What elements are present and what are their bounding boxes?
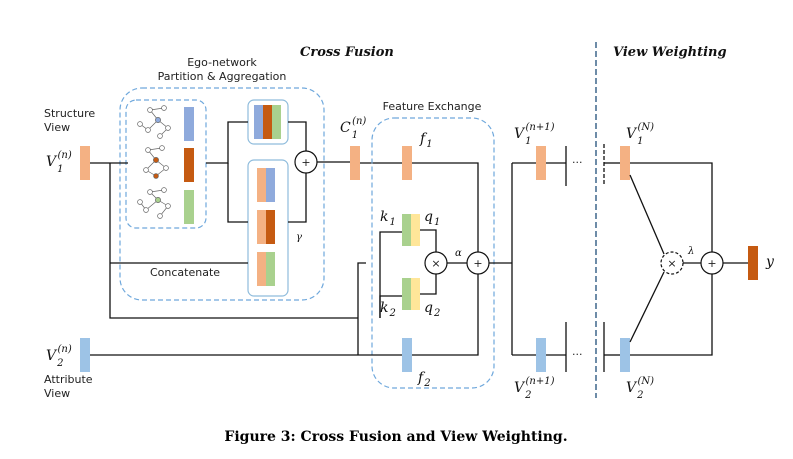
concat-bar-3b xyxy=(266,252,275,286)
view-weighting-title: View Weighting xyxy=(613,45,727,60)
ego-graph-2 xyxy=(143,145,169,179)
f1-bar xyxy=(402,146,412,180)
figure-caption: Figure 3: Cross Fusion and View Weightin… xyxy=(224,429,567,445)
k2-bar xyxy=(402,278,411,310)
weight-times-symbol: × xyxy=(667,257,676,270)
q2-to-times xyxy=(420,274,437,295)
agg-bar-orange xyxy=(263,105,272,139)
times-symbol: × xyxy=(431,257,440,270)
ellipsis-2: ··· xyxy=(572,348,583,361)
v1-down-line xyxy=(109,163,358,319)
k1-bar xyxy=(402,214,411,246)
concat-bar-3a xyxy=(257,252,266,286)
feature-exchange-label: Feature Exchange xyxy=(383,100,482,113)
agg-bar-blue xyxy=(254,105,263,139)
v2N-to-plus xyxy=(630,274,713,356)
f2-bar xyxy=(402,338,412,372)
f1-to-plus xyxy=(412,162,479,252)
concatenate-label: Concatenate xyxy=(150,266,220,279)
v2N-label: V2(N) xyxy=(626,376,654,401)
final-plus-symbol: + xyxy=(707,257,716,270)
f1-label: f1 xyxy=(419,131,433,150)
y-label: y xyxy=(765,254,775,270)
ego-graph-3 xyxy=(137,187,171,219)
feature-exchange-box xyxy=(371,117,495,389)
concat-to-plus xyxy=(288,173,307,223)
structure-view-label-2: View xyxy=(44,121,70,134)
concat-bar-1a xyxy=(257,168,266,202)
v2n-label: V2(n) xyxy=(46,344,72,369)
v1N-to-plus xyxy=(630,162,713,252)
v1N-label: V1(N) xyxy=(626,122,654,147)
v2N-bar xyxy=(620,338,630,372)
lambda-label: λ xyxy=(687,246,694,257)
ego-plus-symbol: + xyxy=(301,156,310,169)
gamma-label: γ xyxy=(296,232,302,243)
ego-to-concat xyxy=(227,163,248,223)
partition-bar-orange xyxy=(184,148,194,182)
k2-label: k2 xyxy=(380,300,396,319)
v2n1-label: V2(n+1) xyxy=(514,376,555,401)
v1n1-bar xyxy=(536,146,546,180)
q1-to-times xyxy=(420,229,437,252)
k2-input-line xyxy=(379,295,402,318)
v2-up-line xyxy=(357,262,366,355)
f2-label: f2 xyxy=(417,370,431,389)
ego-network-label-2: Partition & Aggregation xyxy=(158,70,287,83)
c1n-bar xyxy=(350,146,360,180)
k1-input-line xyxy=(379,231,402,318)
concat-bar-2a xyxy=(257,210,266,244)
ellipsis-1: ··· xyxy=(572,156,583,169)
ego-graph-1 xyxy=(137,105,171,139)
structure-view-label-1: Structure xyxy=(44,107,95,120)
ego-network-label-1: Ego-network xyxy=(187,56,257,69)
q2-label: q2 xyxy=(424,300,440,319)
v1n1-label: V1(n+1) xyxy=(514,122,555,147)
concat-bar-1b xyxy=(266,168,275,202)
q2-bar xyxy=(411,278,420,310)
c1n-label: C1(n) xyxy=(340,116,366,141)
y-bar xyxy=(748,246,758,280)
v2n1-bar xyxy=(536,338,546,372)
agg-to-plus xyxy=(288,121,307,151)
partition-bar-green xyxy=(184,190,194,224)
agg-bar-green xyxy=(272,105,281,139)
attribute-view-label-1: Attribute xyxy=(44,373,93,386)
v2n-bar xyxy=(80,338,90,372)
f2-to-plus xyxy=(412,274,479,356)
v1n-bar xyxy=(80,146,90,180)
ego-network-box xyxy=(119,87,325,301)
k1-label: k1 xyxy=(380,209,396,228)
v1n-label: V1(n) xyxy=(46,150,72,175)
concatenate-box xyxy=(247,159,289,297)
cross-fusion-title: Cross Fusion xyxy=(300,45,394,60)
ego-partition-box xyxy=(125,99,207,229)
concat-bar-2b xyxy=(266,210,275,244)
ego-to-agg xyxy=(206,121,248,164)
v1N-to-times xyxy=(629,174,665,255)
q1-bar xyxy=(411,214,420,246)
q1-label: q1 xyxy=(424,209,440,228)
fusion-plus-symbol: + xyxy=(473,257,482,270)
alpha-label: α xyxy=(455,248,462,259)
v2N-to-times xyxy=(629,271,665,343)
partition-bar-blue xyxy=(184,107,194,141)
attribute-view-label-2: View xyxy=(44,387,70,400)
v1N-bar xyxy=(620,146,630,180)
